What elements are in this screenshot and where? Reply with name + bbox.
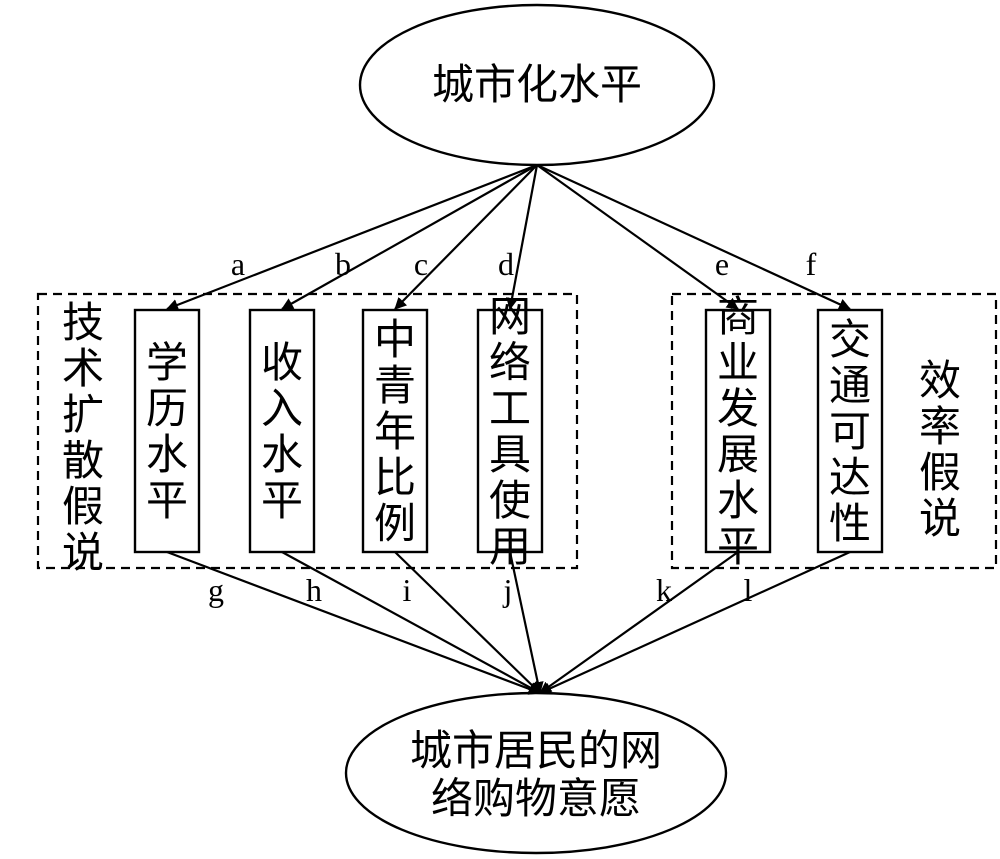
path-label-i: i: [403, 572, 412, 608]
arrow-from-transport: [539, 550, 851, 695]
top-node-label: 城市化水平: [432, 60, 642, 109]
path-label-k: k: [656, 572, 672, 608]
path-label-g: g: [208, 572, 224, 608]
bottom-node-line2: 络购物意愿: [431, 774, 641, 823]
path-label-f: f: [806, 246, 817, 282]
arrow-to-internet: [506, 164, 539, 310]
factor-box-education: 学历水平: [133, 308, 201, 554]
arrow-from-education: [166, 550, 541, 695]
factor-label-income: 收入水平: [261, 338, 303, 525]
factor-box-commerce: 商业发展水平: [704, 292, 772, 571]
arrow-from-income: [281, 551, 541, 694]
arrow-from-commerce: [539, 551, 739, 694]
factor-box-internet: 网络工具使用: [476, 292, 544, 571]
arrow-to-transport: [536, 164, 851, 310]
arrow-to-income: [281, 164, 538, 310]
efficiency-frame: [670, 292, 998, 570]
path-label-e: e: [715, 246, 729, 282]
arrow-to-education: [166, 163, 538, 311]
tech-diffusion-frame: [36, 292, 579, 570]
factor-box-transport: 交通可达性: [816, 308, 884, 554]
efficiency-label: 效率假说: [919, 356, 961, 543]
factor-label-youth: 中青年比例: [374, 315, 416, 548]
factor-label-commerce: 商业发展水平: [717, 292, 759, 571]
arrow-from-youth: [394, 551, 541, 694]
factor-label-internet: 网络工具使用: [489, 292, 531, 571]
arrow-to-youth: [394, 164, 538, 310]
path-label-h: h: [306, 572, 322, 608]
path-label-c: c: [414, 246, 428, 282]
arrow-to-commerce: [536, 164, 739, 310]
arrow-from-internet: [508, 551, 544, 694]
path-label-l: l: [744, 572, 753, 608]
tech-diffusion-label: 技术扩散假说: [62, 298, 104, 577]
path-label-a: a: [231, 246, 245, 282]
factor-box-income: 收入水平: [248, 308, 316, 554]
path-label-b: b: [335, 246, 351, 282]
bottom-node-line1: 城市居民的网: [410, 726, 662, 775]
path-label-j: j: [503, 572, 513, 608]
factor-box-youth: 中青年比例: [361, 308, 429, 554]
factor-label-transport: 交通可达性: [829, 315, 871, 548]
factor-label-education: 学历水平: [146, 338, 188, 525]
path-label-d: d: [498, 246, 514, 282]
